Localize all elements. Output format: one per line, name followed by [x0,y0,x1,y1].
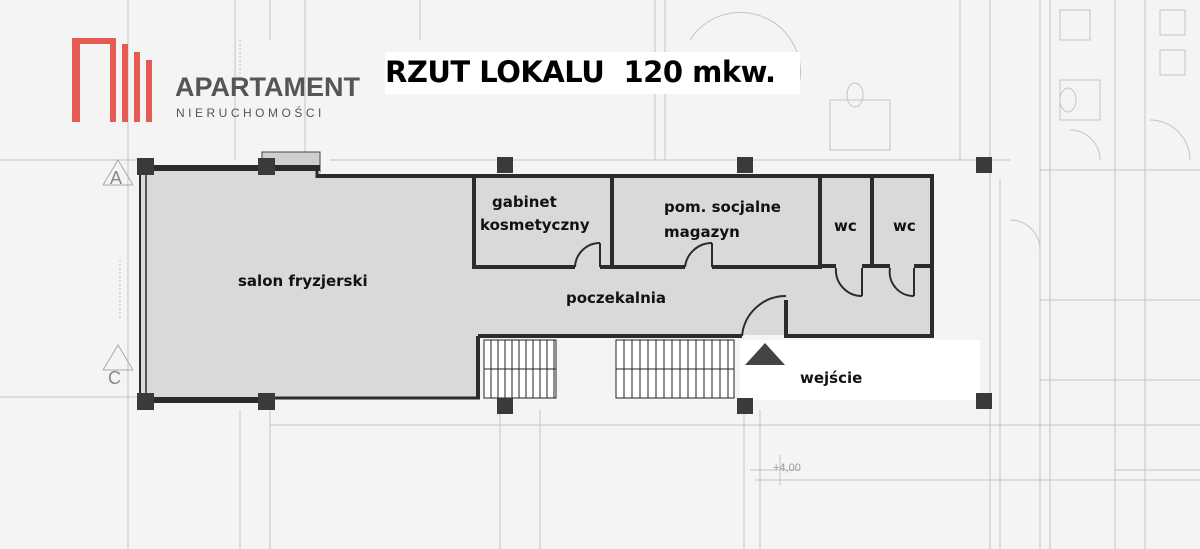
title-backdrop [385,52,800,94]
logo-tagline: NIERUCHOMOŚCI [176,106,325,120]
dimension-label: +4,00 [773,462,801,474]
logo-brand-name: APARTAMENT [175,72,360,102]
room-label-poczekalnia: poczekalnia [566,289,667,307]
entrance-arrow [745,343,785,365]
room-label-salon: salon fryzjerski [238,272,368,290]
axis-a-label: A [110,168,123,188]
room-label-wc-1: wc [834,217,857,235]
room-label-wejscie: wejście [800,369,863,387]
entrance-area [740,340,980,400]
room-label-gabinet-line1: gabinet [492,193,557,211]
columns [137,157,992,414]
axis-markers [102,159,134,371]
doors [574,241,915,337]
logo-mark [72,38,152,122]
floor-area [140,167,930,397]
plan-title: RZUT LOKALU 120 mkw. [385,55,776,89]
room-label-pom-line1: pom. socjalne [664,198,781,216]
room-label-gabinet-line2: kosmetyczny [480,216,590,234]
staircase-right [615,339,735,399]
room-label-wc-2: wc [893,217,916,235]
room-label-pom-line2: magazyn [664,223,740,241]
axis-c-label: C [108,368,121,388]
staircase-left [483,339,557,399]
